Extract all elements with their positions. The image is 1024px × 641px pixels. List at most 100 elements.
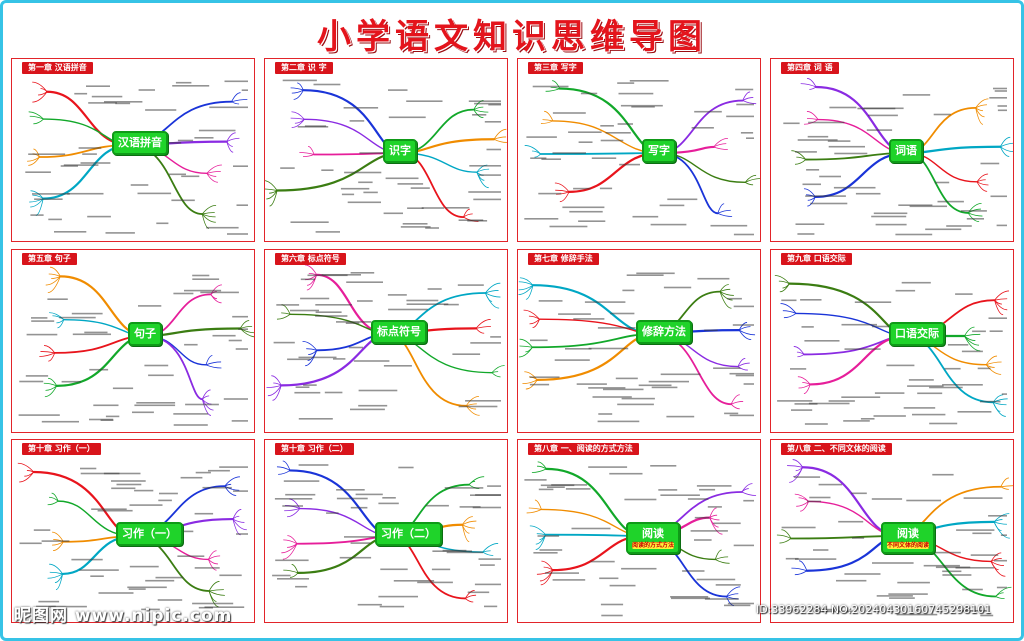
branch-twig	[45, 385, 58, 391]
fine-print-line	[828, 145, 865, 148]
fine-print-line	[350, 506, 368, 509]
fine-print-line	[697, 277, 730, 280]
branch-twig	[201, 213, 216, 223]
branch-twig	[730, 403, 740, 410]
fine-print-line	[626, 274, 664, 276]
fine-print-line	[620, 104, 663, 107]
fine-print-line	[650, 465, 677, 467]
branch-twig	[232, 509, 242, 520]
fine-print-line	[378, 502, 399, 505]
branch-twig	[738, 322, 748, 331]
branch-twig	[208, 555, 221, 560]
branch-twig	[717, 203, 725, 214]
branch-twig	[1000, 477, 1009, 487]
fine-print-line	[592, 396, 632, 398]
branch-twig	[52, 315, 65, 320]
branch-twig	[17, 462, 34, 473]
fine-print-line	[382, 497, 396, 499]
fine-print-line	[36, 605, 56, 608]
branch-twig	[265, 188, 278, 191]
branch-twig	[28, 156, 40, 166]
fine-print-line	[908, 379, 934, 381]
fine-print-line	[934, 181, 950, 184]
branch-twig	[473, 106, 484, 110]
fine-print-line	[236, 533, 248, 535]
fine-print-line	[105, 232, 135, 234]
branch-twig	[293, 89, 304, 100]
branch-twig	[523, 309, 540, 320]
branch-line	[653, 333, 733, 406]
fine-print-line	[609, 584, 636, 587]
fine-print-line	[231, 420, 248, 422]
fine-print-line	[295, 386, 310, 388]
branch-twig	[781, 529, 792, 539]
fine-print-line	[886, 364, 915, 367]
fine-print-line	[800, 299, 822, 301]
fine-print-line	[407, 207, 424, 209]
fine-print-line	[996, 586, 1007, 589]
fine-print-line	[344, 171, 382, 174]
fine-print-line	[128, 588, 146, 590]
fine-print-line	[431, 568, 451, 571]
fine-print-line	[103, 472, 141, 475]
fine-print-line	[169, 173, 186, 176]
mindmap-panel: 第七章 修辞手法修辞方法	[517, 249, 761, 433]
branch-twig	[783, 313, 797, 319]
branch-twig	[303, 154, 315, 158]
center-node: 阅读阅读的方式方法	[626, 522, 681, 554]
fine-print-line	[819, 608, 836, 611]
branch-twig	[201, 389, 211, 400]
branch-twig	[276, 466, 291, 471]
fine-print-line	[388, 308, 428, 311]
branch-twig	[32, 194, 44, 199]
branch-twig	[271, 375, 282, 386]
fine-print-line	[994, 90, 1007, 92]
fine-print-line	[54, 231, 87, 233]
branch-twig	[787, 465, 803, 468]
fine-print-line	[690, 530, 728, 532]
fine-print-line	[397, 183, 424, 185]
fine-print-line	[388, 89, 408, 91]
fine-print-line	[729, 414, 754, 417]
branch-twig	[534, 153, 541, 158]
fine-print-line	[876, 595, 913, 597]
fine-print-line	[38, 600, 60, 603]
branch-twig	[535, 534, 546, 550]
fine-print-line	[912, 413, 946, 416]
fine-print-line	[629, 80, 669, 82]
branch-twig	[993, 519, 1003, 523]
fine-print-line	[970, 554, 999, 556]
fine-print-line	[617, 82, 635, 84]
fine-print-line	[223, 398, 248, 400]
fine-print-line	[797, 233, 815, 235]
fine-print-line	[909, 205, 947, 208]
branch-twig	[744, 174, 757, 183]
fine-print-line	[836, 579, 867, 582]
fine-print-line	[588, 347, 629, 350]
branch-twig	[266, 190, 278, 200]
fine-print-line	[468, 191, 501, 193]
branch-twig	[995, 592, 1004, 597]
fine-print-line	[475, 494, 501, 496]
branch-twig	[990, 561, 1004, 566]
center-node-label: 标点符号	[377, 325, 421, 338]
fine-print-line	[600, 125, 614, 127]
center-node-sub: 阅读的方式方法	[632, 542, 675, 549]
branch-twig	[967, 212, 980, 222]
fine-print-line	[785, 557, 799, 560]
fine-print-line	[584, 301, 626, 303]
fine-print-line	[379, 605, 405, 608]
fine-print-line	[341, 193, 355, 196]
branch-twig	[709, 517, 723, 535]
branch-twig	[1000, 146, 1013, 153]
fine-print-line	[615, 377, 638, 380]
fine-print-line	[947, 344, 969, 346]
branch-twig	[539, 569, 554, 582]
mindmap-panel: 第一章 汉语拼音汉语拼音	[11, 58, 255, 242]
fine-print-line	[600, 139, 624, 142]
fine-print-line	[112, 387, 134, 390]
branch-twig	[462, 524, 475, 529]
branch-twig	[485, 292, 501, 298]
fine-print-line	[942, 570, 962, 573]
